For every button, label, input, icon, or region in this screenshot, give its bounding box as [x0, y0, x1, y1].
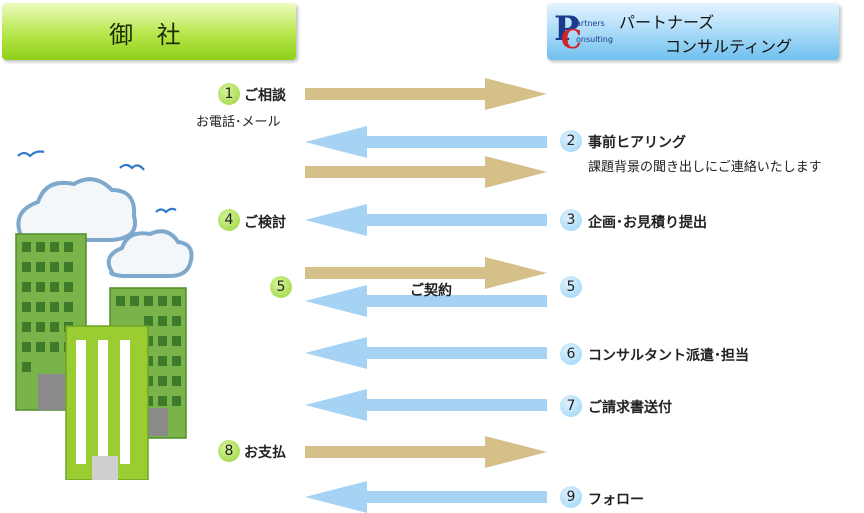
step-5-label: ご契約: [410, 283, 452, 299]
arrow-step7-to-client: [305, 389, 547, 421]
step-2-sub: 課題背景の聞き出しにご連絡いたします: [588, 160, 822, 175]
partner-header: P C artners onsulting パートナーズ コンサルティング: [547, 3, 839, 60]
cloud-icon: [106, 229, 194, 278]
bird-icon: [119, 163, 145, 171]
step-1-number: 1: [218, 83, 240, 105]
step-5-number-partner: 5: [560, 276, 582, 298]
arrow-step5-to-client: [305, 285, 547, 317]
arrow-step3-to-client: [305, 204, 547, 236]
step-1-label: ご相談: [244, 88, 286, 104]
step-6-number: 6: [560, 343, 582, 365]
client-header: 御 社: [2, 3, 296, 60]
arrow-step1-to-partner: [305, 78, 547, 110]
step-8-number: 8: [218, 440, 240, 462]
arrow-step5-to-partner: [305, 257, 547, 289]
buildings-illustration: [15, 150, 194, 480]
arrow-step2-to-client: [305, 126, 547, 158]
step-1-sub: お電話･メール: [196, 115, 281, 130]
cloud-icon: [16, 177, 137, 242]
step-9-label: フォロー: [588, 492, 644, 508]
arrow-step9-to-client: [305, 481, 547, 513]
step-6-label: コンサルタント派遣･担当: [588, 348, 749, 364]
step-4-number: 4: [218, 209, 240, 231]
bird-icon: [17, 150, 45, 158]
step-7-number: 7: [560, 395, 582, 417]
step-7-label: ご請求書送付: [588, 400, 672, 416]
step-2-label: 事前ヒアリング: [588, 135, 686, 151]
step-5-number-client: 5: [270, 276, 292, 298]
arrow-step6-to-client: [305, 337, 547, 369]
step-3-label: 企画･お見積り提出: [588, 215, 707, 231]
step-2-number: 2: [560, 130, 582, 152]
client-title: 御 社: [109, 21, 189, 49]
company-name-line2: コンサルティング: [665, 37, 793, 56]
company-logo: P C artners onsulting: [554, 9, 613, 55]
arrow-step8-to-partner: [305, 436, 547, 468]
step-3-number: 3: [560, 209, 582, 231]
arrow-step2-reply-to-partner: [305, 156, 547, 188]
step-9-number: 9: [560, 486, 582, 508]
step-8-label: お支払: [244, 445, 286, 461]
step-4-label: ご検討: [244, 215, 286, 231]
company-name-line1: パートナーズ: [619, 13, 715, 32]
bird-icon: [155, 207, 177, 214]
